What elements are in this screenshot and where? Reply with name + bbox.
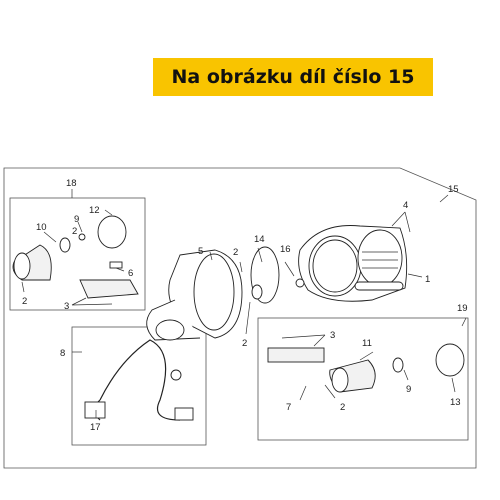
callout-2-body: 2 [233,247,238,258]
banner-text: Na obrázku díl číslo 15 [171,66,415,88]
box-18 [9,197,146,311]
callout-3-right: 3 [330,330,335,341]
part-number-banner: Na obrázku díl číslo 15 [153,58,433,96]
part-reflector [250,246,305,304]
callout-5: 5 [198,246,203,257]
callout-12: 12 [89,205,100,216]
callout-16: 16 [280,244,291,255]
callout-6: 6 [128,268,133,279]
leader-lines [21,189,467,418]
callout-2-center: 2 [242,338,247,349]
part-wiring-harness [84,339,194,421]
box-19 [257,317,469,441]
callout-2-left: 2 [72,226,77,237]
callout-14: 14 [254,234,265,245]
callout-15: 15 [448,184,459,195]
callout-4: 4 [403,200,408,211]
callout-2-bottom-left: 2 [22,296,27,307]
callout-17: 17 [90,422,101,433]
outer-frame [3,167,477,469]
callout-11: 11 [362,338,372,349]
callout-13: 13 [450,397,461,408]
callout-19: 19 [457,303,468,314]
part-headlight-frame [298,225,408,302]
callout-9-left: 9 [74,214,79,225]
callout-9-right: 9 [406,384,411,395]
callout-7: 7 [286,402,291,413]
callout-2-right: 2 [340,402,345,413]
callout-3-left: 3 [64,301,69,312]
callout-1: 1 [425,274,430,285]
callout-18: 18 [66,178,77,189]
box-8 [71,326,207,446]
part-indicator-right [267,343,465,393]
part-indicator-left [12,215,139,299]
callout-10: 10 [36,222,47,233]
callout-8: 8 [60,348,65,359]
part-headlight-body [146,249,243,341]
